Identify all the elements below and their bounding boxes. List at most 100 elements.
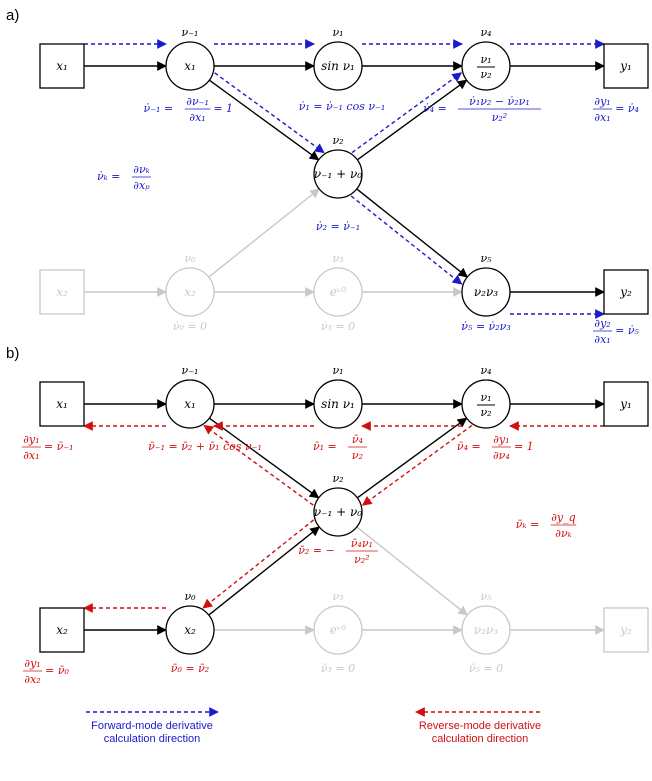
panel-a-annotations: ν̇₋₁ =∂ν₋₁∂x₁= 1 ν̇₁ = ν̇₋₁ cos ν₋₁ ν̇₄ = ν…	[97, 95, 640, 346]
annotation-bm1-text: ν̄₋₁ = ν̄₂ + ν̄₁ cos ν₋₁	[148, 440, 262, 453]
annotation-b4: ν̄₄ =∂y₁∂ν₄= 1	[457, 433, 534, 462]
panel-a-label: a)	[6, 7, 19, 24]
node-n5-label: ν₂ν₃	[474, 623, 498, 637]
node-n4-name: ν₄	[480, 364, 491, 377]
node-n4-numerator: ν₁	[480, 391, 491, 404]
annotation-bk-prefix: ν̄ₖ =	[516, 518, 539, 531]
node-y1-box	[603, 381, 649, 427]
node-x2: x₂	[39, 269, 85, 315]
annotation-dk-prefix: ν̇ₖ =	[97, 170, 120, 183]
edge-v2-to-v5	[356, 526, 469, 616]
annotation-d2: ν̇₂ = ν̇₋₁	[316, 220, 360, 233]
annotation-d1: ν̇₁ = ν̇₋₁ cos ν₋₁	[299, 100, 386, 113]
annotation-bk: ν̄ₖ =∂y_q∂νₖ	[516, 511, 577, 540]
annotation-b2-prefix: ν̄₂ = −	[298, 544, 335, 557]
node-n5-label: ν₂ν₃	[474, 285, 498, 299]
node-y1: y₁	[603, 43, 649, 89]
node-n1-name: ν₁	[332, 364, 343, 377]
annotation-b1-denominator: ν₂	[352, 449, 363, 462]
node-n3-label: eᵛ⁰	[330, 623, 347, 637]
node-n5-name: ν₅	[480, 590, 492, 603]
annotation-bx1-denominator: ∂x₁	[23, 449, 39, 462]
node-nm1: x₁ν₋₁	[165, 364, 215, 429]
node-n4-denominator: ν₂	[480, 406, 491, 419]
node-n4-numerator: ν₁	[480, 53, 491, 66]
node-n2: ν₋₁ + ν₀ ν₂	[313, 134, 363, 199]
annotation-d4-numerator: ν̇₁ν₂ − ν̇₂ν₁	[469, 95, 530, 108]
node-n2-circle	[313, 487, 363, 537]
node-n2-label: ν₋₁ + ν₀	[314, 505, 362, 519]
node-y2: y₂	[603, 269, 649, 315]
node-n0-circle	[165, 605, 215, 655]
reverse-arrow-v4-to-v2	[361, 424, 473, 506]
reverse-arrow-v2-to-v0	[202, 519, 315, 609]
annotation-b4-suffix: = 1	[514, 440, 534, 453]
annotation-d0-text: ν̇₀ = 0	[173, 320, 207, 333]
node-nm1-name: ν₋₁	[182, 26, 199, 39]
forward-arrow-v2-to-v5	[350, 195, 463, 285]
node-y2-box	[603, 269, 649, 315]
node-x1-label: x₁	[56, 59, 68, 73]
annotation-dk-numerator: ∂νₖ	[133, 163, 149, 176]
node-n4-denominator: ν₂	[480, 68, 491, 81]
annotation-dy1-numerator: ∂y₁	[594, 95, 610, 108]
node-x1: x₁	[39, 43, 85, 89]
node-n4-circle	[461, 41, 511, 91]
edge-v0-to-v2	[208, 188, 321, 278]
annotation-bx2-numerator: ∂y₁	[24, 657, 40, 670]
annotation-dy2-denominator: ∂x₁	[594, 333, 610, 346]
node-y2-label: y₂	[619, 285, 632, 299]
node-n1-name: ν₁	[332, 26, 343, 39]
node-n0-name: ν₀	[184, 590, 196, 603]
node-n0-name: ν₀	[184, 252, 196, 265]
node-n3-name: ν₃	[332, 252, 343, 265]
node-n0-label: x₂	[184, 285, 196, 299]
node-n5: ν₂ν₃ ν₅	[461, 590, 511, 655]
forward-arrow-v-1-to-v2	[214, 72, 325, 154]
node-y2: y₂	[603, 607, 649, 653]
annotation-b1-prefix: ν̄₁ =	[313, 440, 337, 453]
annotation-dy1-denominator: ∂x₁	[594, 111, 610, 124]
edge-v-1-to-v2	[208, 417, 320, 499]
node-x2: x₂	[39, 607, 85, 653]
annotation-dy2-suffix: = ν̇₅	[615, 324, 639, 337]
annotation-b5-text: ν̄₅ = 0	[469, 662, 503, 675]
panel-b-edges	[83, 399, 605, 635]
edge-v-1-to-v2	[208, 79, 320, 161]
forward-legend-text-line2: calculation direction	[104, 733, 201, 745]
node-n2-label: ν₋₁ + ν₀	[314, 167, 362, 181]
annotation-b0-text: ν̄₀ = ν̄₂	[171, 662, 209, 675]
node-n1-circle	[313, 379, 363, 429]
node-x2-label: x₂	[56, 285, 68, 299]
annotation-b1: ν̄₁ =ν̄₄ν₂	[313, 433, 368, 462]
annotation-bx1-numerator: ∂y₁	[23, 433, 39, 446]
node-n2-name: ν₂	[332, 134, 343, 147]
node-x1-box	[39, 381, 85, 427]
annotation-d4-prefix: ν̇₄ =	[423, 102, 447, 115]
node-y2-label: y₂	[619, 623, 632, 637]
annotation-dm1-denominator: ∂x₁	[189, 111, 205, 124]
annotation-dy1: ∂y₁ ∂x₁ = ν̇₄	[592, 95, 639, 124]
node-x1: x₁	[39, 381, 85, 427]
node-nm1-circle	[165, 379, 215, 429]
annotation-dy1-suffix: = ν̇₄	[615, 102, 639, 115]
node-n3-circle	[313, 605, 363, 655]
annotation-dm1: ν̇₋₁ =∂ν₋₁∂x₁= 1	[144, 95, 234, 124]
legend: Forward-mode derivative calculation dire…	[86, 707, 541, 745]
node-nm1-label: x₁	[184, 59, 196, 73]
annotation-b5: ν̄₅ = 0	[469, 662, 503, 675]
annotation-d2-text: ν̇₂ = ν̇₋₁	[316, 220, 360, 233]
node-x2-box	[39, 607, 85, 653]
node-n4: ν₁ ν₂ ν₄	[461, 364, 511, 429]
node-y1-label: y₁	[619, 397, 632, 411]
node-n0-label: x₂	[184, 623, 196, 637]
reverse-arrow-v2-to-v-1	[203, 424, 314, 506]
